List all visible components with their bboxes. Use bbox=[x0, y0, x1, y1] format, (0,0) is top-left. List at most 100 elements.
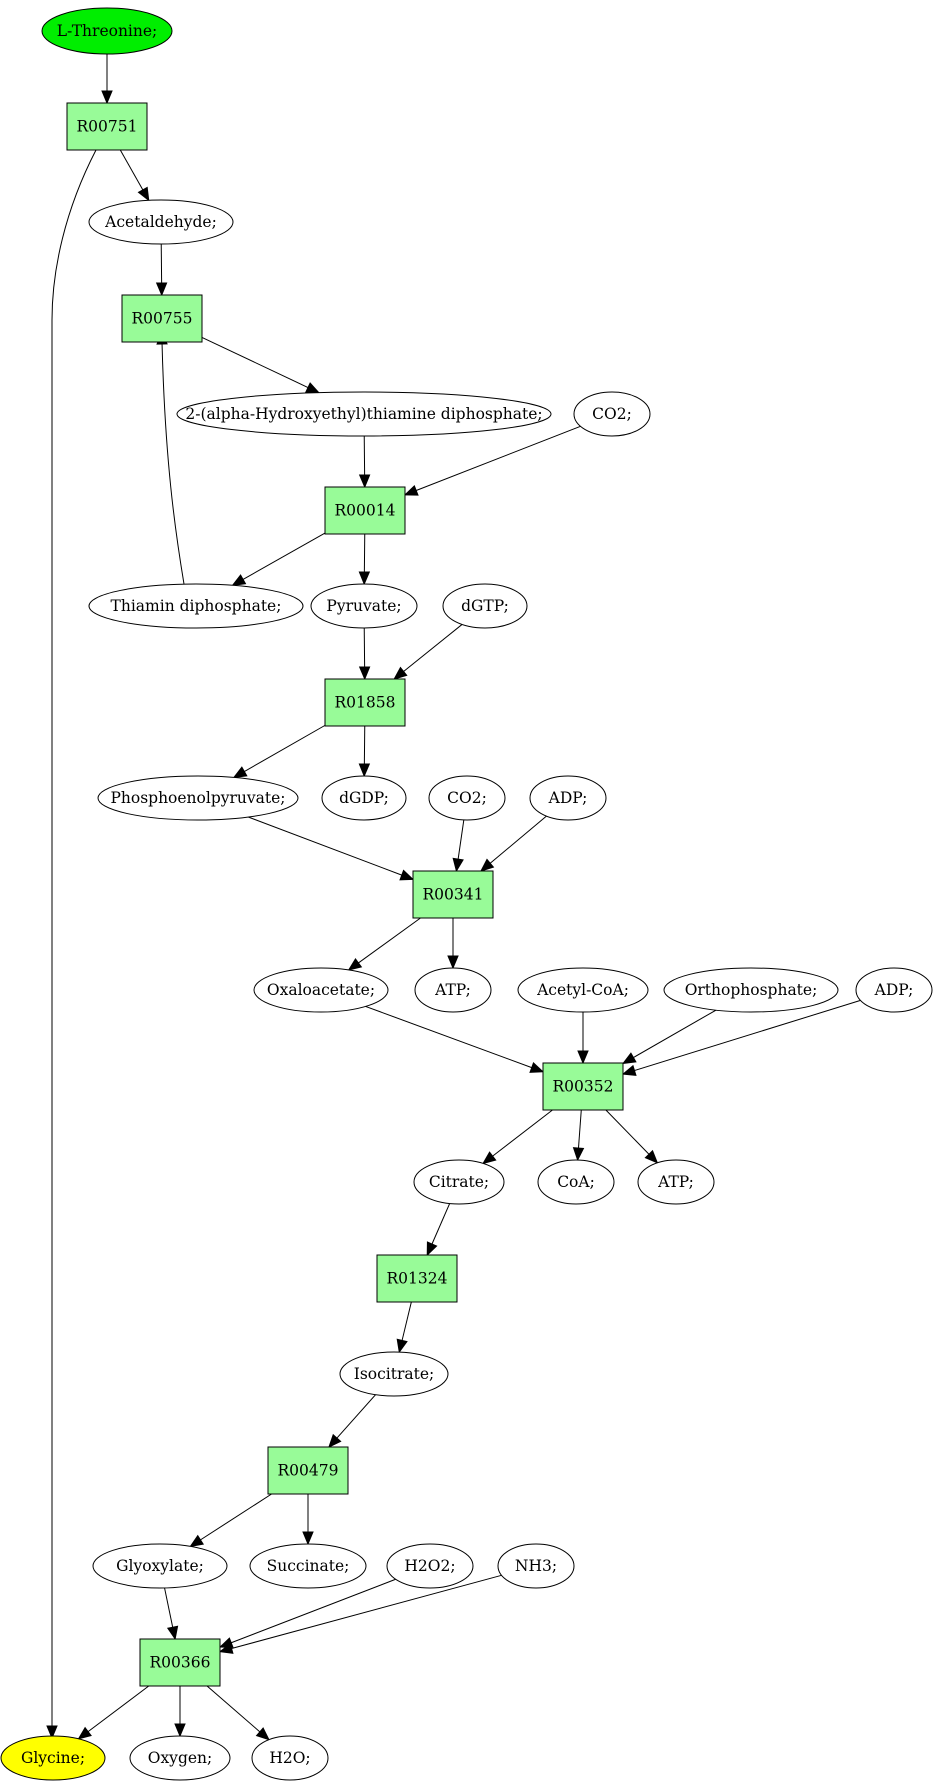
node-reaction-r00751[interactable]: R00751 bbox=[66, 102, 148, 151]
edge-r00755-to-n-hetpp bbox=[201, 336, 321, 394]
edge-r00014-to-n-tpp-arrowhead bbox=[231, 574, 247, 586]
edge-n-glyox-to-r00366-arrowhead bbox=[166, 1625, 179, 1641]
node-l-threonine[interactable]: L-Threonine; bbox=[41, 7, 173, 55]
node-l-threonine-ellipse bbox=[41, 7, 173, 55]
node-glycine[interactable]: Glycine; bbox=[0, 1735, 106, 1781]
node-dgtp-ellipse bbox=[442, 583, 528, 629]
node-co2-ellipse bbox=[428, 775, 506, 821]
edge-r00751-to-n-acetald bbox=[119, 149, 150, 202]
node-phosphoenolpyruvate[interactable]: Phosphoenolpyruvate; bbox=[97, 775, 299, 821]
node-atp-label: ATP; bbox=[657, 1173, 694, 1191]
edge-n-h2o2-to-r00366-line bbox=[231, 1578, 396, 1644]
node-orthophosphate-label: Orthophosphate; bbox=[685, 981, 818, 999]
node-reaction-r00014[interactable]: R00014 bbox=[324, 486, 406, 535]
edge-n-adpa-to-r00341-arrowhead bbox=[480, 858, 495, 872]
node-succinate[interactable]: Succinate; bbox=[249, 1543, 367, 1589]
node-2-alpha-hydroxyethyl-thiamine-diphosphate[interactable]: 2-(alpha-Hydroxyethyl)thiamine diphospha… bbox=[176, 391, 552, 437]
node-isocitrate-label: Isocitrate; bbox=[354, 1365, 435, 1383]
node-reaction-r00341[interactable]: R00341 bbox=[412, 870, 494, 919]
edge-r00352-to-n-cit-line bbox=[492, 1109, 553, 1157]
node-dgtp[interactable]: dGTP; bbox=[442, 583, 528, 629]
node-reaction-r00014-box bbox=[324, 486, 406, 535]
node-adp[interactable]: ADP; bbox=[529, 775, 607, 821]
edge-r00341-to-n-oaa-line bbox=[358, 917, 421, 964]
edge-r00755-to-n-hetpp-line bbox=[201, 336, 309, 388]
edge-r01858-to-n-pep-arrowhead bbox=[232, 766, 248, 779]
edge-n-nh3-to-r00366-line bbox=[231, 1574, 502, 1650]
node-dgdp[interactable]: dGDP; bbox=[321, 775, 407, 821]
edge-n-adpb-to-r00352-line bbox=[634, 999, 861, 1072]
node-2-alpha-hydroxyethyl-thiamine-diphosphate-label: 2-(alpha-Hydroxyethyl)thiamine diphospha… bbox=[185, 405, 542, 423]
node-reaction-r00479[interactable]: R00479 bbox=[267, 1446, 349, 1495]
node-acetyl-coa-ellipse bbox=[517, 967, 649, 1013]
node-glyoxylate-label: Glyoxylate; bbox=[116, 1557, 204, 1575]
node-reaction-r00366[interactable]: R00366 bbox=[139, 1638, 221, 1687]
node-succinate-label: Succinate; bbox=[267, 1557, 350, 1575]
edge-n-tpp-to-r00755-line bbox=[161, 341, 185, 585]
edge-r00352-to-n-coa bbox=[572, 1109, 585, 1162]
edge-r00014-to-n-pyr-arrowhead bbox=[358, 571, 371, 586]
node-orthophosphate-ellipse bbox=[663, 967, 839, 1013]
node-coa[interactable]: CoA; bbox=[537, 1159, 615, 1205]
node-atp[interactable]: ATP; bbox=[414, 967, 492, 1013]
node-thiamin-diphosphate[interactable]: Thiamin diphosphate; bbox=[88, 583, 304, 629]
node-pyruvate[interactable]: Pyruvate; bbox=[310, 583, 418, 629]
node-reaction-r00751-label: R00751 bbox=[77, 118, 138, 136]
edge-n-pep-to-r00341-arrowhead bbox=[399, 869, 415, 881]
node-co2[interactable]: CO2; bbox=[573, 391, 651, 437]
edge-n-icit-to-r00479 bbox=[328, 1394, 376, 1448]
node-2-alpha-hydroxyethyl-thiamine-diphosphate-ellipse bbox=[176, 391, 552, 437]
node-h2o2-ellipse bbox=[386, 1543, 474, 1589]
node-acetyl-coa[interactable]: Acetyl-CoA; bbox=[517, 967, 649, 1013]
node-adp-label: ADP; bbox=[874, 981, 914, 999]
edge-n-oaa-to-r00352-line bbox=[365, 1005, 532, 1069]
node-h2o-ellipse bbox=[251, 1735, 329, 1781]
edge-n-co2b-to-r00341-arrowhead bbox=[452, 857, 464, 873]
node-oxaloacetate-ellipse bbox=[253, 967, 389, 1013]
node-acetyl-coa-label: Acetyl-CoA; bbox=[536, 981, 629, 999]
node-citrate-ellipse bbox=[413, 1159, 505, 1205]
node-isocitrate[interactable]: Isocitrate; bbox=[339, 1351, 449, 1397]
edge-r00014-to-n-pyr bbox=[358, 533, 371, 586]
node-oxaloacetate[interactable]: Oxaloacetate; bbox=[253, 967, 389, 1013]
node-dgtp-label: dGTP; bbox=[461, 597, 509, 615]
node-nh3[interactable]: NH3; bbox=[497, 1543, 575, 1589]
node-reaction-r00479-box bbox=[267, 1446, 349, 1495]
node-glyoxylate[interactable]: Glyoxylate; bbox=[92, 1543, 228, 1589]
edge-r00352-to-n-cit bbox=[482, 1109, 553, 1165]
node-reaction-r00352-label: R00352 bbox=[553, 1078, 614, 1096]
node-reaction-r00755[interactable]: R00755 bbox=[121, 294, 203, 343]
edge-n-adpa-to-r00341 bbox=[480, 815, 547, 872]
edge-r00479-to-n-glyox bbox=[189, 1493, 272, 1548]
node-adp[interactable]: ADP; bbox=[855, 967, 933, 1013]
edge-n-co2a-to-r00014 bbox=[403, 425, 581, 496]
edge-r00366-to-n-h2o bbox=[206, 1685, 270, 1741]
edge-r00479-to-n-glyox-arrowhead bbox=[189, 1534, 205, 1548]
edge-r00479-to-n-glyox-line bbox=[200, 1493, 272, 1541]
edge-r00341-to-n-atpa-arrowhead bbox=[447, 955, 459, 970]
edge-r00341-to-n-oaa-arrowhead bbox=[347, 957, 363, 971]
node-acetaldehyde[interactable]: Acetaldehyde; bbox=[88, 199, 234, 245]
edge-n-nh3-to-r00366 bbox=[218, 1574, 502, 1654]
edge-r00751-to-n-acetald-line bbox=[119, 149, 144, 191]
node-citrate[interactable]: Citrate; bbox=[413, 1159, 505, 1205]
node-oxygen[interactable]: Oxygen; bbox=[129, 1735, 231, 1781]
edge-n-pep-to-r00341-line bbox=[248, 816, 402, 876]
node-acetaldehyde-label: Acetaldehyde; bbox=[104, 213, 217, 231]
node-glycine-label: Glycine; bbox=[21, 1749, 85, 1767]
node-atp[interactable]: ATP; bbox=[637, 1159, 715, 1205]
edge-r00352-to-n-coa-line bbox=[577, 1109, 582, 1149]
node-reaction-r01858-box bbox=[324, 678, 406, 727]
node-h2o[interactable]: H2O; bbox=[251, 1735, 329, 1781]
node-orthophosphate[interactable]: Orthophosphate; bbox=[663, 967, 839, 1013]
edge-n-dgtp-to-r01858-arrowhead bbox=[393, 666, 408, 680]
node-reaction-r00479-label: R00479 bbox=[278, 1462, 339, 1480]
node-reaction-r01324[interactable]: R01324 bbox=[376, 1254, 458, 1303]
node-citrate-label: Citrate; bbox=[429, 1173, 489, 1191]
node-h2o2[interactable]: H2O2; bbox=[386, 1543, 474, 1589]
node-reaction-r00341-label: R00341 bbox=[423, 886, 484, 904]
node-pyruvate-ellipse bbox=[310, 583, 418, 629]
node-reaction-r00352[interactable]: R00352 bbox=[542, 1062, 624, 1111]
node-co2[interactable]: CO2; bbox=[428, 775, 506, 821]
node-reaction-r01858[interactable]: R01858 bbox=[324, 678, 406, 727]
